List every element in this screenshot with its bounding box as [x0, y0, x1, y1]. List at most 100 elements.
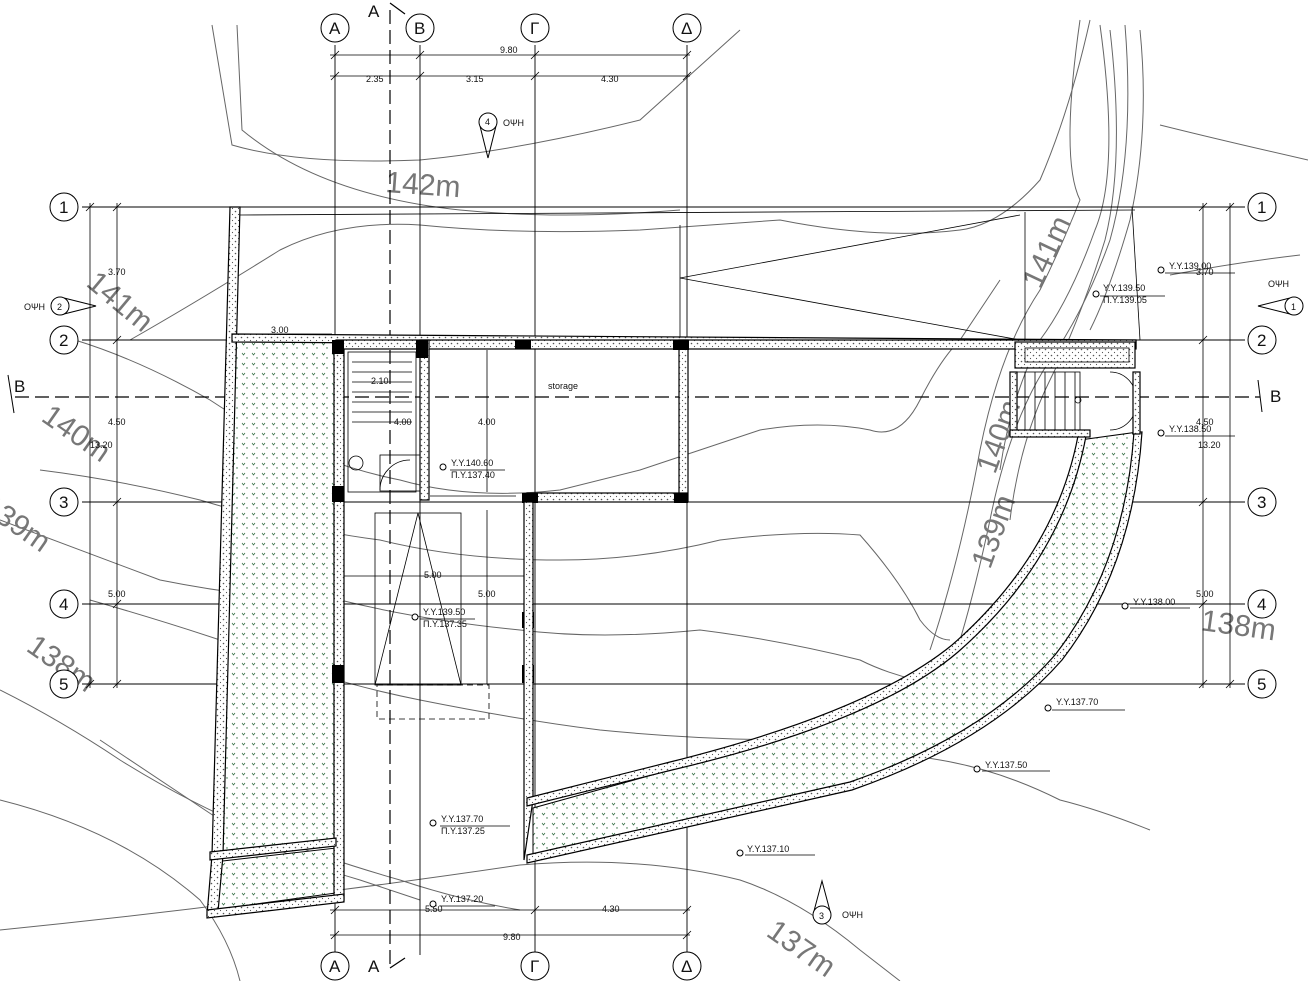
- elev-py-139-05: Π.Υ.139.05: [1103, 295, 1147, 305]
- column-axis-bottom: [320, 951, 702, 981]
- view-label-2: ΟΨΗ: [24, 302, 45, 312]
- planter-divider-wall: [209, 837, 337, 861]
- elev-yy-137-50: Υ.Υ.137.50: [985, 760, 1027, 770]
- bottom-dimensions: [330, 905, 692, 940]
- row-axis-left: [49, 192, 79, 699]
- elev-yy-137-20: Υ.Υ.137.20: [441, 894, 483, 904]
- dim-top-1: 2.35: [366, 74, 384, 84]
- elev-yy-138-50: Υ.Υ.138.50: [1169, 424, 1211, 434]
- column: [522, 493, 538, 503]
- section-b-right-label: Β: [1270, 387, 1281, 406]
- elev-yy-138-00: Υ.Υ.138.00: [1133, 597, 1175, 607]
- elev-py-137-25: Π.Υ.137.25: [441, 826, 485, 836]
- dim-right-3: 5.00: [1196, 589, 1214, 599]
- south-boundary-wall: [206, 893, 345, 919]
- view-label-4: ΟΨΗ: [503, 118, 524, 128]
- elev-yy-140-60: Υ.Υ.140.60: [451, 458, 493, 468]
- dim-w300: 3.00: [271, 325, 289, 335]
- column: [515, 340, 531, 349]
- north-boundary-2: [239, 209, 1136, 216]
- dim-top-total: 9.80: [500, 45, 518, 55]
- axis-row-3-right: 3: [1257, 493, 1266, 512]
- view-marker-4: [478, 112, 498, 159]
- section-b-left-label: Β: [14, 377, 25, 396]
- elev-yy-137-10: Υ.Υ.137.10: [747, 844, 789, 854]
- view-number-2: 2: [57, 302, 62, 312]
- axis-row-2-left: 2: [59, 331, 68, 350]
- axis-row-4-right: 4: [1257, 595, 1266, 614]
- elev-py-137-35: Π.Υ.137.35: [423, 619, 467, 629]
- dim-bottom-total: 9.80: [503, 932, 521, 942]
- axis-col-b: Β: [414, 19, 425, 38]
- roof-diagonal: [679, 214, 1021, 341]
- column: [673, 340, 689, 350]
- section-a-top-arrow: [389, 2, 406, 15]
- axis-row-4-left: 4: [59, 595, 68, 614]
- column: [332, 340, 344, 354]
- view-number-4: 4: [485, 117, 490, 127]
- elev-yy-137-70: Υ.Υ.137.70: [441, 814, 483, 824]
- ramp-middle: [344, 495, 526, 720]
- axis-row-1-left: 1: [59, 198, 68, 217]
- contour-label: 141m: [1016, 211, 1078, 293]
- elev-yy-139-50: Υ.Υ.139.50: [1103, 283, 1145, 293]
- east-boundary: [1131, 206, 1141, 341]
- left-dimensions: [85, 202, 122, 689]
- column: [332, 486, 344, 502]
- elev-yy-139-00: Υ.Υ.139.00: [1169, 261, 1211, 271]
- contour-label: 142m: [385, 166, 462, 204]
- storage-south-wall: [526, 492, 688, 503]
- view-marker-3: [812, 879, 832, 925]
- axis-col-d-bottom: Δ: [681, 957, 692, 976]
- column-axis-top: [320, 13, 702, 43]
- axis-col-g: Γ: [530, 19, 539, 38]
- room-label-storage: storage: [548, 381, 578, 391]
- elev-yy-139-50: Υ.Υ.139.50: [423, 607, 465, 617]
- column: [674, 493, 688, 503]
- west-wall-col-a: [333, 339, 345, 901]
- dim-left-1: 3.70: [108, 267, 126, 277]
- section-b-right-arrow: [1257, 379, 1263, 413]
- axis-row-3-left: 3: [59, 493, 68, 512]
- dim-top-2: 3.15: [466, 74, 484, 84]
- elev-py-137-40: Π.Υ.137.40: [451, 470, 495, 480]
- dim-h500: 5.00: [478, 589, 496, 599]
- section-a-bottom-arrow: [389, 957, 406, 969]
- dim-top-3: 4.30: [601, 74, 619, 84]
- axis-row-5-right: 5: [1257, 675, 1266, 694]
- view-marker-1: [1257, 296, 1304, 316]
- view-marker-2: [50, 296, 97, 316]
- dim-bottom-2: 4.30: [602, 904, 620, 914]
- dim-left-total: 13.20: [90, 440, 113, 450]
- dim-right-2: 4.50: [1196, 417, 1214, 427]
- dim-w210: 2.10: [371, 376, 389, 386]
- row-axis-right: [1247, 192, 1277, 699]
- stair-right: [1009, 341, 1141, 438]
- axis-col-a: Α: [329, 19, 341, 38]
- view-label-1: ΟΨΗ: [1268, 279, 1289, 289]
- column: [416, 340, 428, 358]
- top-dimensions: [330, 50, 692, 81]
- section-a-bottom-label: Α: [368, 957, 380, 976]
- axis-col-g-bottom: Γ: [530, 957, 539, 976]
- dim-w500: 5.00: [424, 570, 442, 580]
- dim-right-1: 3.70: [1196, 267, 1214, 277]
- elev-yy-137-70-right: Υ.Υ.137.70: [1056, 697, 1098, 707]
- axis-col-a-bottom: Α: [329, 957, 341, 976]
- axis-row-2-right: 2: [1257, 331, 1266, 350]
- stair-left: [347, 351, 421, 493]
- dim-bottom-1: 5.50: [425, 904, 443, 914]
- right-dimensions: [1198, 202, 1235, 689]
- dim-h400b: 4.00: [478, 417, 496, 427]
- dim-left-3: 5.00: [108, 589, 126, 599]
- storage-west-wall: [419, 339, 430, 501]
- section-b-left-arrow: [7, 374, 15, 414]
- contour-label: 140m: [36, 399, 116, 469]
- dim-left-2: 4.50: [108, 417, 126, 427]
- storage-east-wall: [678, 339, 689, 503]
- view-label-3: ΟΨΗ: [842, 910, 863, 920]
- axis-col-d: Δ: [681, 19, 692, 38]
- contour-label: 139m: [966, 491, 1023, 573]
- east-wall-col-g: [523, 501, 534, 861]
